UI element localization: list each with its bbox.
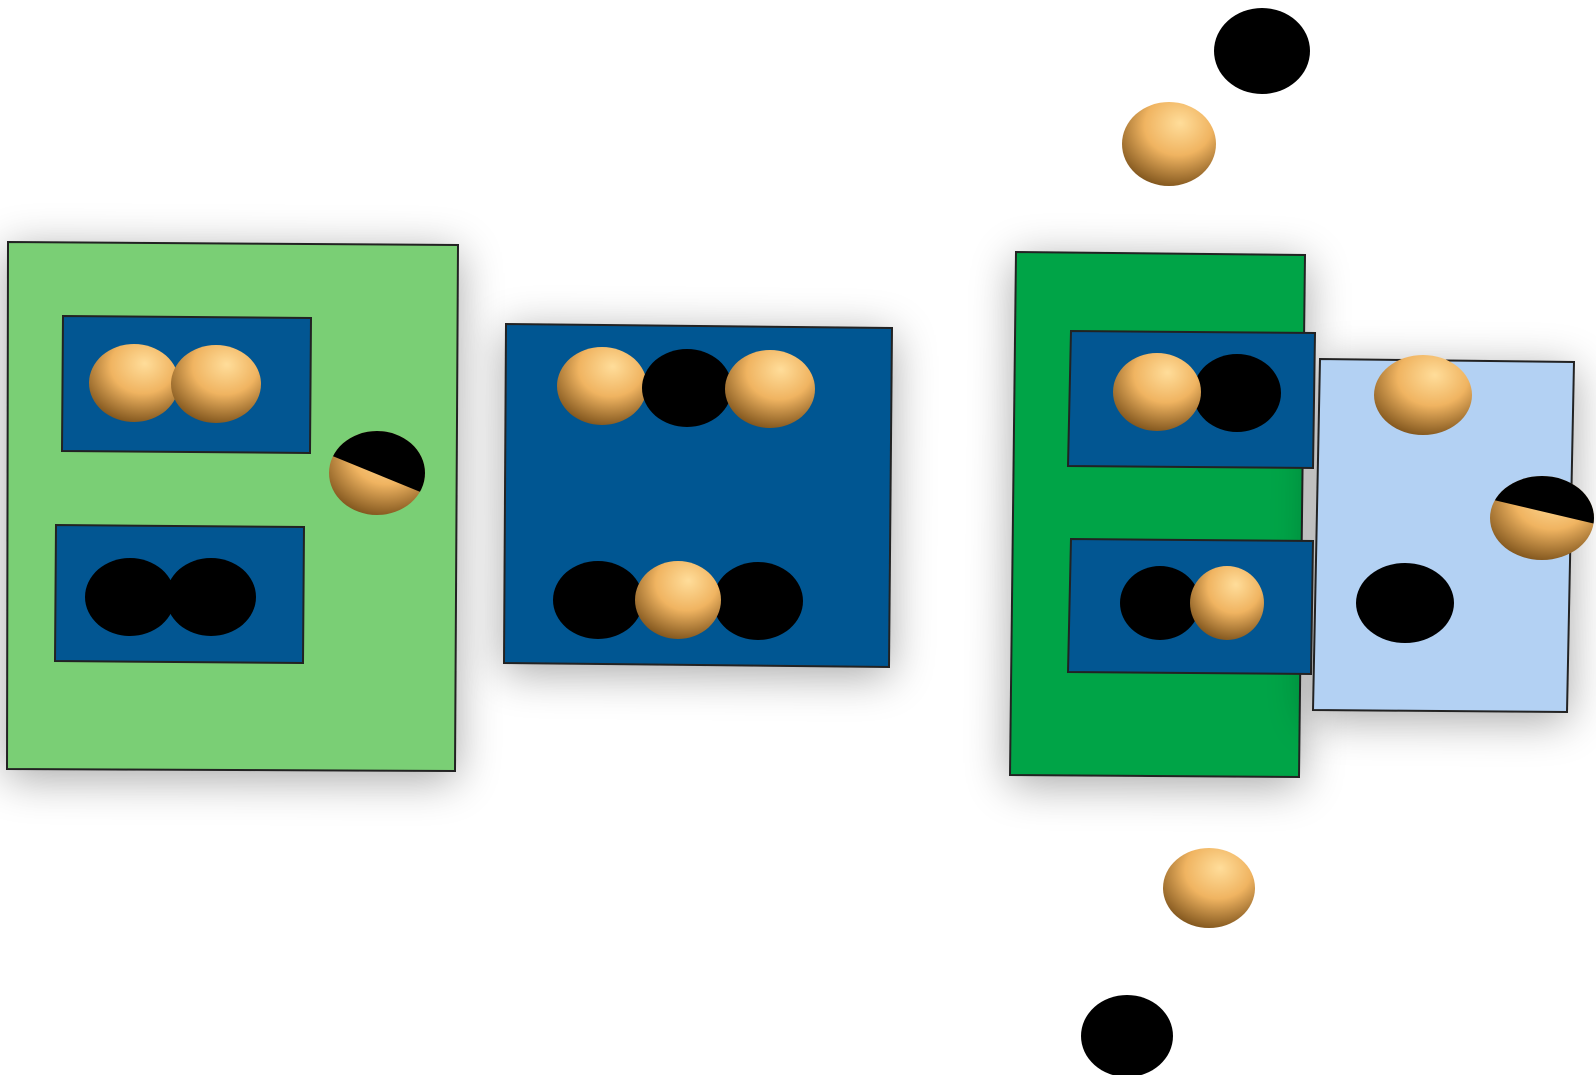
orange-sphere <box>1122 102 1216 186</box>
center-group <box>504 324 892 667</box>
left-group <box>7 242 458 771</box>
black-disc <box>642 349 732 427</box>
black-disc <box>1081 995 1173 1075</box>
orange-sphere <box>171 345 261 423</box>
orange-sphere <box>635 561 721 639</box>
black-disc <box>1193 354 1281 432</box>
black-disc <box>1356 563 1454 643</box>
orange-sphere <box>89 344 179 422</box>
orange-sphere <box>557 347 647 425</box>
orange-sphere <box>1113 353 1201 431</box>
black-disc <box>1214 8 1310 94</box>
black-disc <box>166 558 256 636</box>
black-disc <box>713 562 803 640</box>
black-disc <box>553 561 643 639</box>
black-disc <box>1120 566 1200 640</box>
orange-sphere <box>725 350 815 428</box>
black-disc <box>85 558 175 636</box>
right-group <box>1010 8 1596 1075</box>
orange-sphere <box>1163 848 1255 928</box>
orange-sphere <box>1190 566 1264 640</box>
orange-sphere <box>1374 355 1472 435</box>
